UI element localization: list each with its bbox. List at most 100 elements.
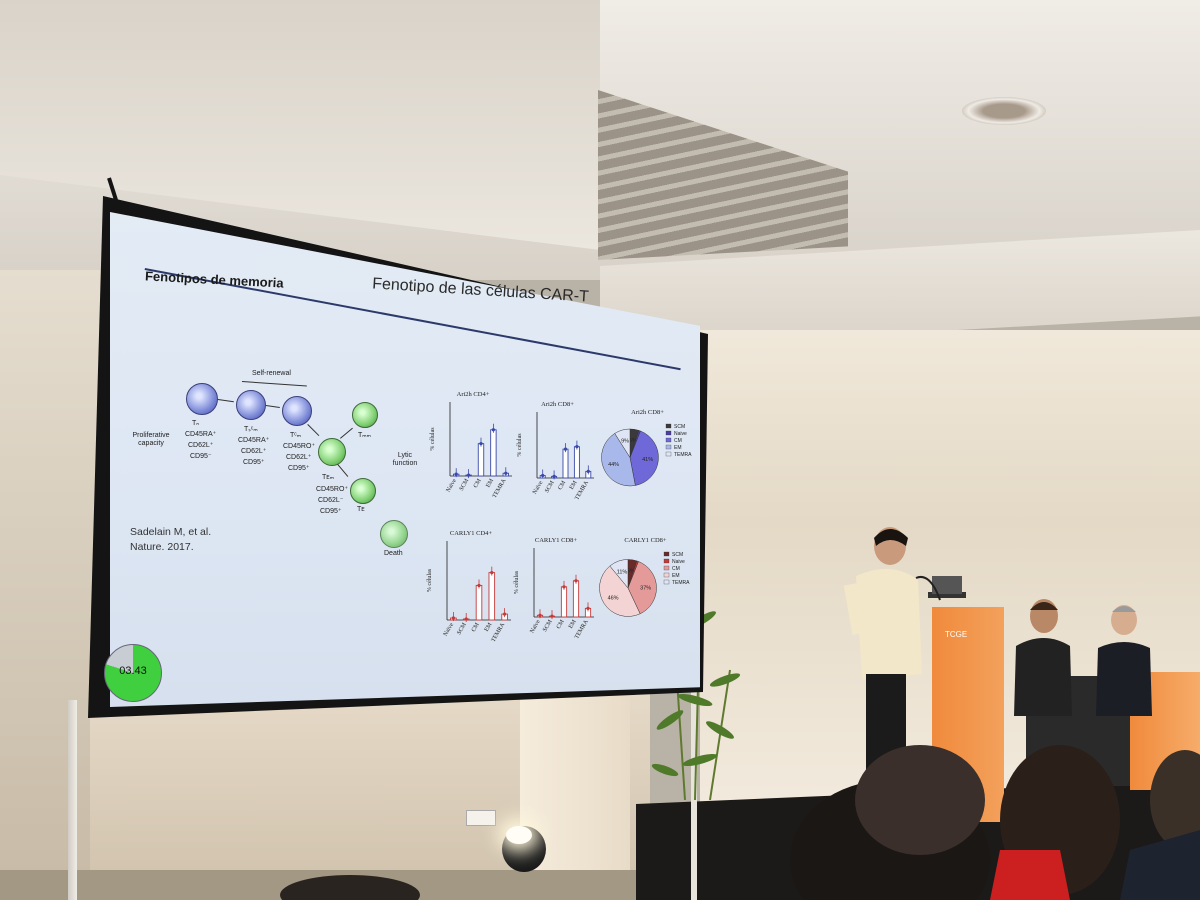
bar — [560, 586, 568, 618]
chart-title: CARLY1 CD4+ — [450, 530, 493, 537]
data-point — [552, 474, 556, 478]
panelists — [1014, 599, 1152, 716]
legend-swatch — [665, 451, 672, 457]
naive-marker-3: CD95⁻ — [190, 453, 212, 460]
citation-journal: Nature. 2017. — [130, 541, 194, 553]
tcm-cell — [282, 396, 312, 426]
ceiling-downlight — [962, 97, 1046, 125]
data-point — [574, 579, 578, 583]
data-point — [477, 583, 481, 588]
presentation-timer: 03.43 — [104, 644, 162, 702]
tick-label: EM — [568, 618, 578, 629]
citation-authors: Sadelain M, et al. — [130, 526, 212, 538]
data-point — [490, 571, 494, 575]
legend-swatch — [665, 444, 672, 450]
tick-label: Naïve — [446, 478, 459, 494]
naive-marker-2: CD62L⁺ — [188, 442, 214, 449]
legend-swatch — [663, 551, 670, 557]
tick-label: CM — [473, 477, 483, 489]
y-axis-label: % células — [427, 568, 433, 592]
pie-value-label: 5% — [627, 569, 635, 575]
legend-label: CM — [672, 566, 680, 572]
data-point — [454, 472, 458, 476]
cm-marker-2: CD62L⁺ — [286, 454, 312, 461]
naive-name: Tₙ — [192, 420, 200, 427]
bar — [562, 448, 569, 479]
legend-swatch — [663, 565, 670, 571]
pie-value-label: 11% — [617, 569, 628, 575]
tick-label: EM — [569, 479, 579, 490]
power-outlet — [466, 810, 496, 826]
tick-label: TEMRA — [491, 621, 507, 643]
data-point — [538, 613, 542, 617]
data-point — [575, 445, 579, 449]
trm-cell — [352, 402, 378, 428]
legend-swatch — [663, 558, 670, 564]
te-cell — [350, 478, 376, 504]
podium-label: TCGE — [945, 630, 968, 639]
cm-name: Tᶜₘ — [290, 432, 302, 439]
pie-value-label: 5% — [629, 438, 637, 444]
legend-swatch — [663, 579, 670, 585]
em-marker-2: CD62L⁻ — [318, 497, 344, 504]
data-point — [550, 614, 554, 618]
data-point — [562, 585, 566, 589]
tick-label: SCM — [456, 621, 468, 636]
data-point — [479, 442, 483, 446]
bar — [573, 446, 580, 479]
em-name: Tᴇₘ — [322, 474, 335, 481]
em-marker-1: CD45RO⁺ — [316, 486, 349, 493]
scm-name: Tₛᶜₘ — [244, 426, 258, 433]
data-point — [541, 473, 545, 478]
tick-label: Naïve — [443, 622, 456, 638]
data-point — [464, 617, 468, 621]
tick-label: CM — [556, 618, 566, 630]
chart-title: Ari2h CD8+ — [541, 401, 574, 408]
bar — [477, 443, 485, 477]
chart-title: CARLY1 CD8+ — [624, 537, 667, 544]
bar — [488, 572, 496, 621]
tick-label: CM — [471, 621, 481, 633]
tick-label: Naïve — [532, 480, 545, 496]
legend-label: SCM — [672, 552, 683, 558]
pie-slice — [599, 565, 641, 617]
bar — [490, 429, 497, 477]
pie-value-label: 46% — [608, 595, 619, 601]
lytic-label: Lytic function — [392, 452, 418, 467]
screen-stand-left — [68, 700, 77, 900]
legend-label: TEMRA — [674, 452, 692, 458]
data-point — [451, 616, 455, 620]
pie-slice — [614, 428, 631, 459]
chart-title: Ari2h CD4+ — [457, 391, 490, 398]
data-point — [504, 471, 508, 475]
citation: Sadelain M, et al. Nature. 2017. — [130, 525, 211, 555]
legend-label: CM — [674, 438, 682, 444]
chart-title: Ari2h CD8+ — [631, 409, 664, 416]
naive-t-cell — [186, 383, 218, 415]
audience — [280, 745, 1200, 900]
tick-label: EM — [484, 621, 494, 632]
naive-marker-1: CD45RA⁺ — [185, 431, 217, 438]
data-point — [503, 612, 507, 616]
data-point — [491, 428, 495, 432]
tick-label: Naïve — [529, 619, 542, 635]
tick-label: SCM — [542, 618, 554, 633]
laptop-and-microphone — [915, 576, 966, 601]
bar — [475, 584, 483, 621]
tick-label: CM — [557, 479, 567, 491]
tick-label: EM — [485, 477, 495, 488]
spotlight-glow — [506, 826, 532, 844]
screen-stand-right — [691, 690, 697, 900]
te-name: Tᴇ — [357, 506, 365, 513]
legend-swatch — [665, 437, 672, 443]
timer-value: 03.43 — [119, 665, 147, 677]
death-label: Death — [384, 550, 403, 557]
scm-marker-1: CD45RA⁺ — [238, 437, 270, 444]
proliferative-label: Proliferative capacity — [132, 432, 170, 447]
pie-value-label: 9% — [621, 439, 629, 445]
pie-slice — [601, 433, 636, 487]
